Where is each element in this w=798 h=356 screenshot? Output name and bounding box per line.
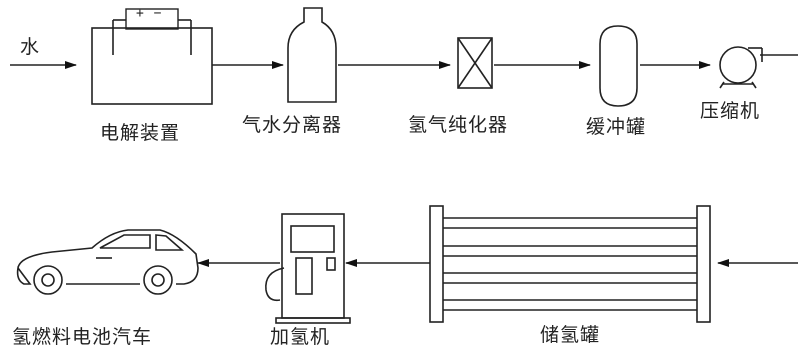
car-icon [16, 229, 199, 295]
storage-tank-label: 储氢罐 [540, 324, 601, 346]
separator-icon [287, 7, 337, 103]
water-input-label: 水 [20, 36, 41, 58]
electrolyzer-label: 电解装置 [100, 122, 181, 144]
buffer-tank-icon [599, 25, 638, 107]
separator-label: 气水分离器 [242, 114, 343, 136]
dispenser-label: 加氢机 [270, 326, 331, 348]
purifier-label: 氢气纯化器 [408, 114, 509, 136]
battery-signs: + − [136, 6, 163, 21]
dispenser-icon [265, 213, 351, 324]
fuel-cell-car-label: 氢燃料电池汽车 [12, 326, 153, 348]
compressor-label: 压缩机 [700, 100, 761, 122]
electrolyzer-icon [91, 8, 213, 105]
buffer-tank-label: 缓冲罐 [586, 116, 647, 138]
storage-tank-icon [429, 205, 711, 323]
compressor-icon [719, 46, 763, 89]
purifier-icon [457, 37, 493, 89]
